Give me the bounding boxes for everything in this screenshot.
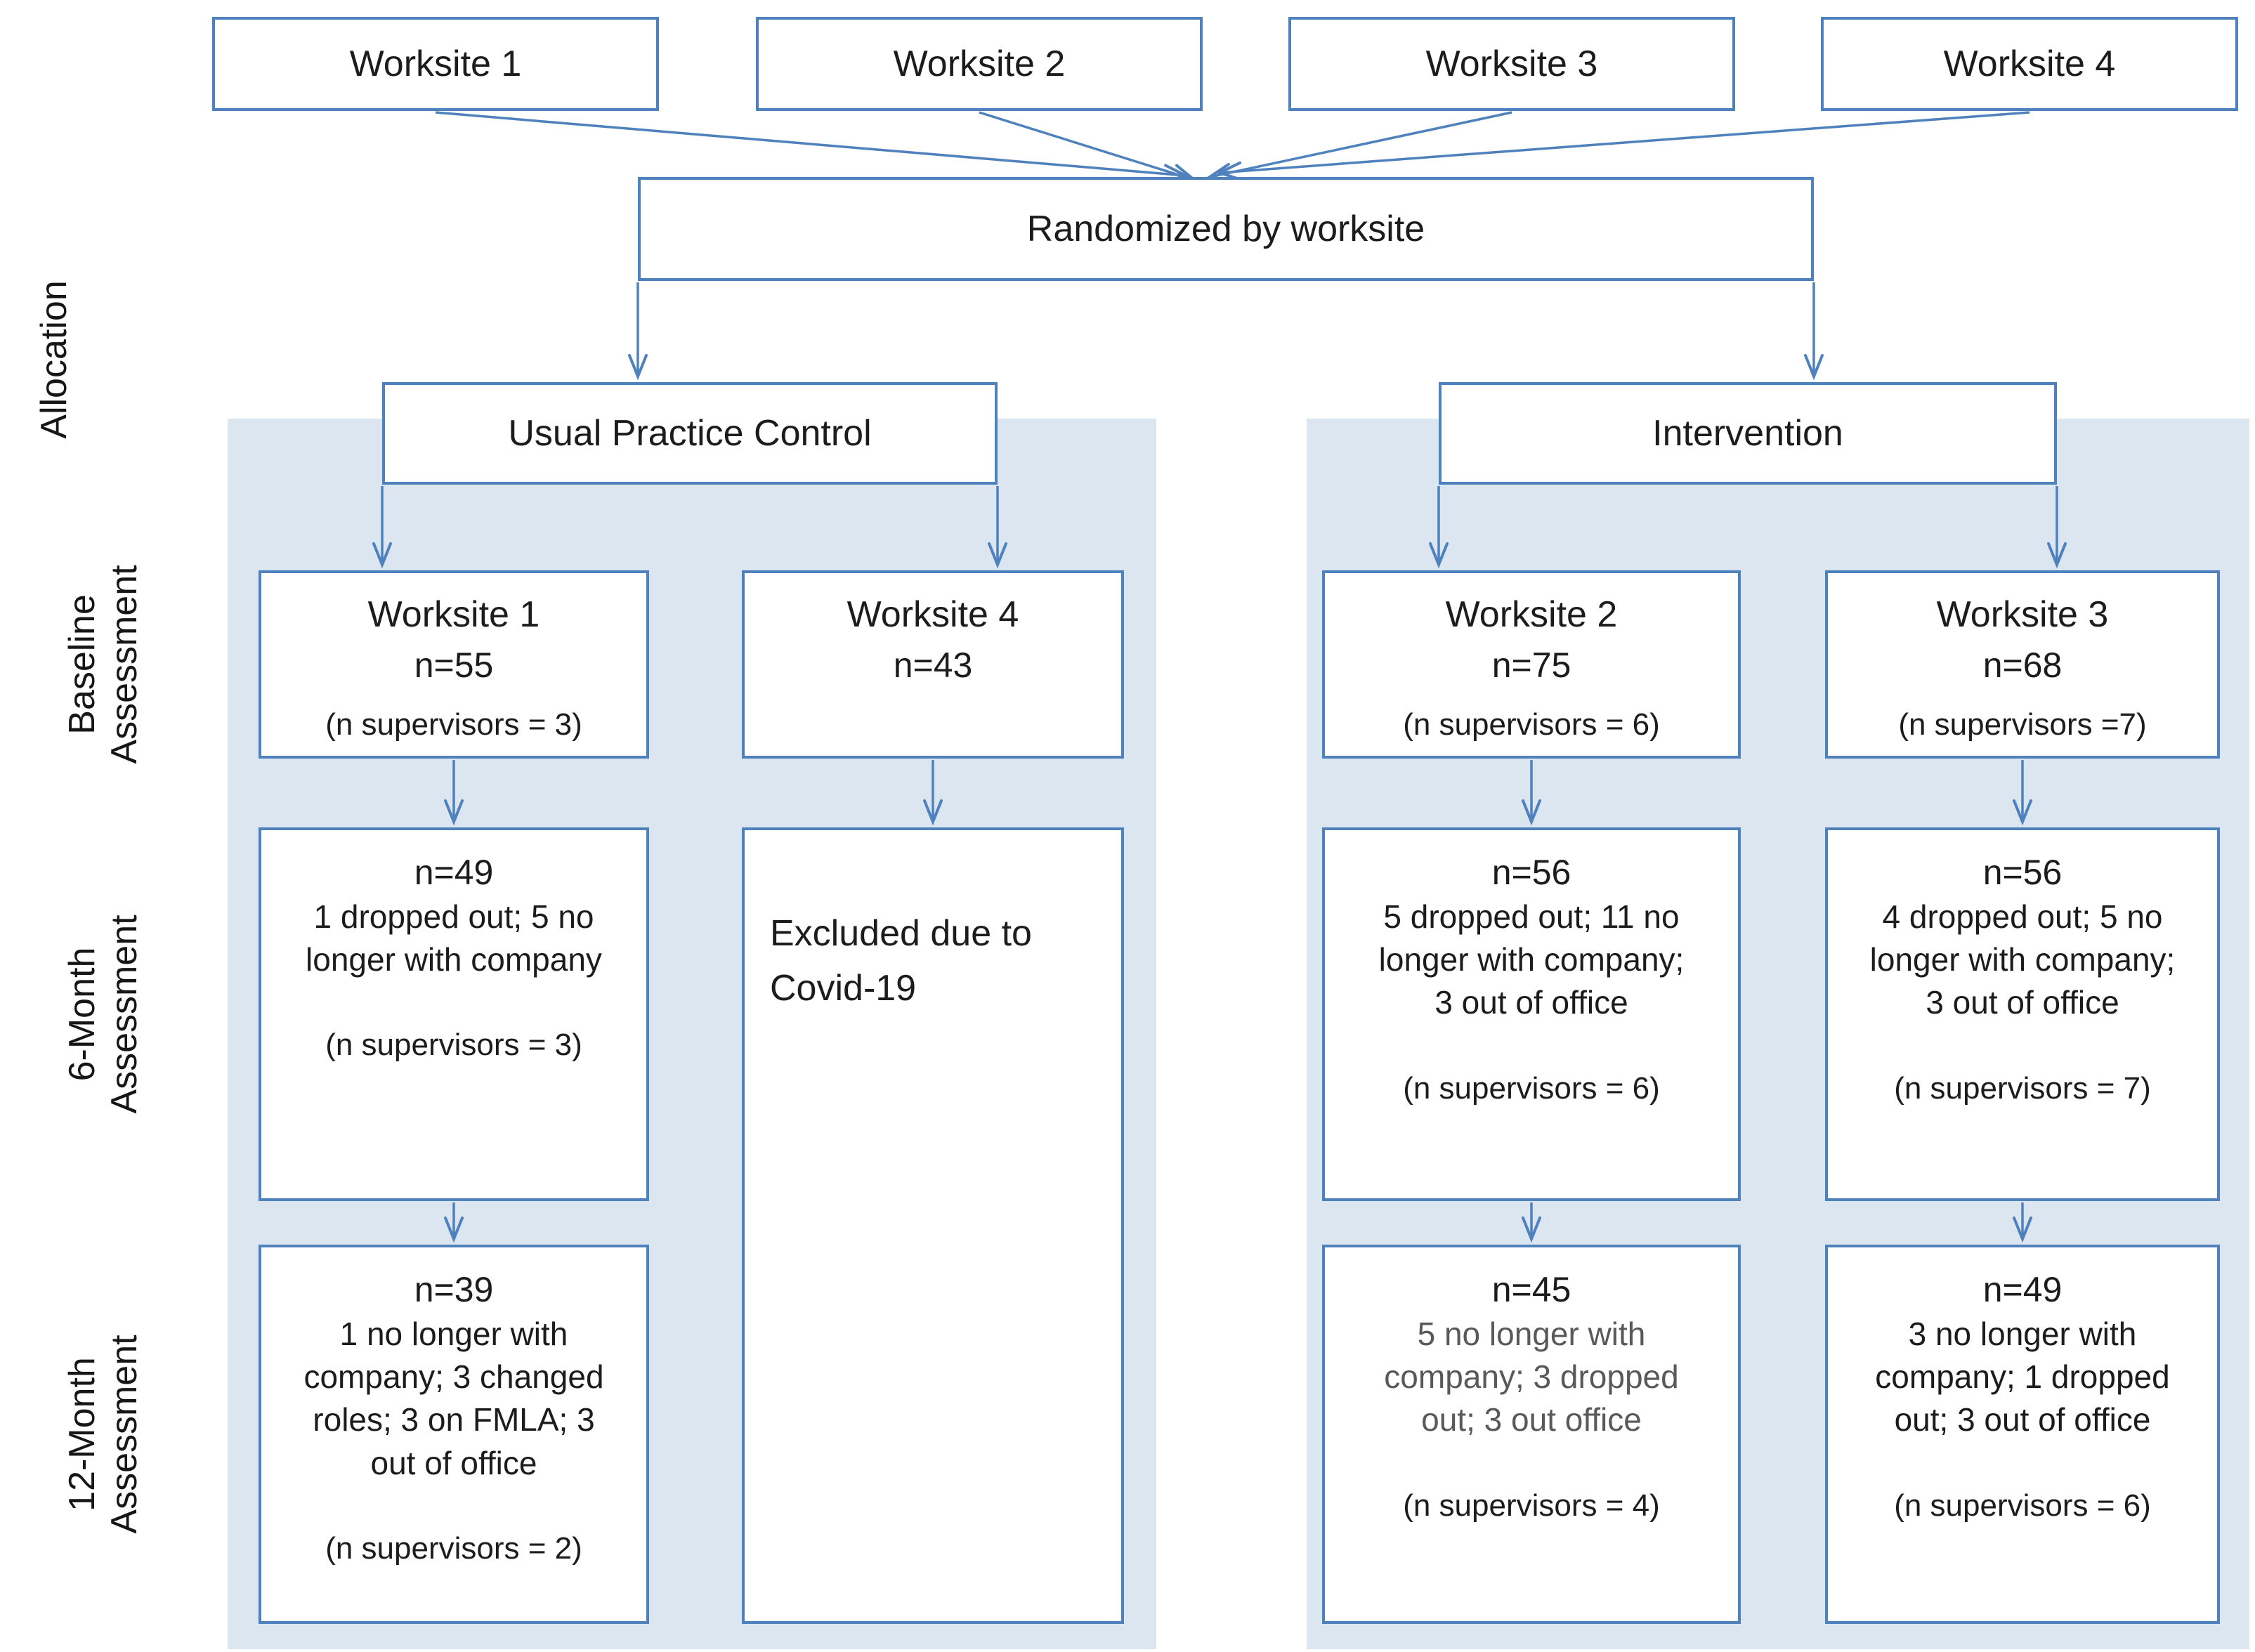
- worksite-title: Worksite 4: [847, 594, 1019, 635]
- n-count: n=56: [1491, 853, 1571, 892]
- intervention-box: Intervention: [1439, 382, 2057, 485]
- worksite-2-top-box: Worksite 2: [756, 17, 1203, 111]
- row-label-line2: Assessment: [104, 914, 145, 1114]
- supervisor-count: (n supervisors = 4): [1403, 1488, 1660, 1523]
- row-label-line1: 6-Month: [62, 947, 103, 1082]
- n-count: n=39: [414, 1270, 494, 1309]
- worksite-label: Worksite 3: [1425, 44, 1598, 84]
- n-count: n=75: [1491, 645, 1571, 686]
- intervention-worksite2-6month-box: n=56 5 dropped out; 11 no longer with co…: [1322, 827, 1741, 1201]
- attrition-detail: 1 no longer with company; 3 changed role…: [303, 1316, 604, 1481]
- control-worksite1-12month-box: n=39 1 no longer with company; 3 changed…: [259, 1245, 649, 1624]
- supervisor-count: (n supervisors = 3): [325, 1028, 582, 1063]
- control-worksite4-baseline-box: Worksite 4 n=43: [742, 570, 1124, 759]
- row-label-text: Allocation: [34, 280, 75, 439]
- intervention-worksite2-12month-box: n=45 5 no longer with company; 3 dropped…: [1322, 1245, 1741, 1624]
- row-label-line2: Assessment: [104, 1335, 145, 1534]
- n-count: n=55: [414, 645, 494, 686]
- worksite-3-top-box: Worksite 3: [1288, 17, 1735, 111]
- worksite-label: Worksite 4: [1943, 44, 2116, 84]
- supervisor-count: (n supervisors = 6): [1403, 1070, 1660, 1106]
- control-worksite1-6month-box: n=49 1 dropped out; 5 no longer with com…: [259, 827, 649, 1201]
- worksite-label: Worksite 1: [349, 44, 522, 84]
- row-label-allocation: Allocation: [34, 280, 76, 438]
- group-label: Intervention: [1652, 413, 1843, 454]
- worksite-title: Worksite 2: [1445, 594, 1618, 635]
- row-label-line1: 12-Month: [62, 1357, 103, 1512]
- supervisor-count: (n supervisors = 6): [1894, 1488, 2151, 1523]
- usual-practice-control-box: Usual Practice Control: [382, 382, 998, 485]
- supervisor-count: (n supervisors = 3): [325, 707, 582, 742]
- row-label-6-month-assessment: 6-Month Assessment: [62, 914, 146, 1113]
- row-label-line1: Baseline: [62, 594, 103, 735]
- row-label-line2: Assessment: [104, 565, 145, 764]
- group-label: Usual Practice Control: [508, 413, 872, 454]
- n-count: n=49: [414, 853, 494, 892]
- n-count: n=45: [1491, 1270, 1571, 1309]
- attrition-detail: 3 no longer with company; 1 dropped out;…: [1875, 1316, 2170, 1438]
- worksite-label: Worksite 2: [893, 44, 1066, 84]
- worksite-1-top-box: Worksite 1: [212, 17, 659, 111]
- intervention-worksite3-12month-box: n=49 3 no longer with company; 1 dropped…: [1825, 1245, 2220, 1624]
- worksite-title: Worksite 3: [1936, 594, 2109, 635]
- excluded-text: Excluded due to Covid-19: [770, 913, 1032, 1009]
- intervention-worksite3-6month-box: n=56 4 dropped out; 5 no longer with com…: [1825, 827, 2220, 1201]
- n-count: n=68: [1982, 645, 2063, 686]
- worksite-4-top-box: Worksite 4: [1821, 17, 2238, 111]
- worksite-title: Worksite 1: [367, 594, 540, 635]
- n-count: n=56: [1982, 853, 2063, 892]
- attrition-detail: 1 dropped out; 5 no longer with company: [306, 898, 602, 978]
- randomized-by-worksite-box: Randomized by worksite: [638, 177, 1814, 281]
- control-worksite1-baseline-box: Worksite 1 n=55 (n supervisors = 3): [259, 570, 649, 759]
- n-count: n=49: [1982, 1270, 2063, 1309]
- supervisor-count: (n supervisors = 2): [325, 1530, 582, 1566]
- supervisor-count: (n supervisors =7): [1898, 707, 2147, 742]
- row-label-baseline-assessment: Baseline Assessment: [62, 565, 146, 763]
- attrition-detail: 5 no longer with company; 3 dropped out;…: [1384, 1316, 1679, 1438]
- row-label-12-month-assessment: 12-Month Assessment: [62, 1335, 146, 1533]
- worksite4-excluded-box: Excluded due to Covid-19: [742, 827, 1124, 1624]
- intervention-worksite3-baseline-box: Worksite 3 n=68 (n supervisors =7): [1825, 570, 2220, 759]
- intervention-worksite2-baseline-box: Worksite 2 n=75 (n supervisors = 6): [1322, 570, 1741, 759]
- attrition-detail: 5 dropped out; 11 no longer with company…: [1378, 898, 1685, 1021]
- supervisor-count: (n supervisors = 7): [1894, 1070, 2151, 1106]
- attrition-detail: 4 dropped out; 5 no longer with company;…: [1869, 898, 2176, 1021]
- n-count: n=43: [893, 645, 973, 686]
- supervisor-count: (n supervisors = 6): [1403, 707, 1660, 742]
- randomized-label: Randomized by worksite: [1026, 209, 1425, 249]
